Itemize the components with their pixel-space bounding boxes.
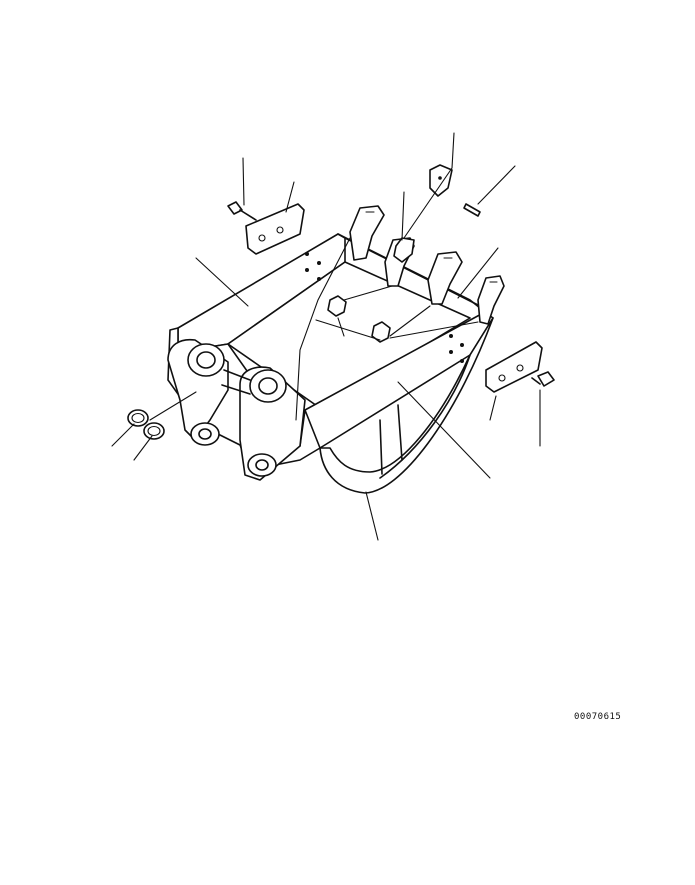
leader-tooth-2 (343, 285, 393, 301)
bucket-wear-strip-2 (397, 404, 403, 461)
leader-shim-2 (133, 435, 153, 461)
leader-bottom (365, 491, 379, 541)
leader-tooth-lock (401, 191, 405, 241)
leader-right-lip (457, 247, 499, 299)
leader-tooth-pin (477, 165, 516, 205)
tooth-4 (477, 275, 505, 325)
right-side-cutter (485, 341, 543, 393)
shim-1 (127, 409, 149, 427)
leader-tooth-3 (389, 305, 431, 337)
right-bolt-head (537, 371, 555, 387)
leader-right-cutter (489, 395, 497, 421)
tooth-3 (427, 251, 463, 305)
tooth-1 (349, 205, 385, 261)
nut-2 (371, 321, 391, 343)
leader-tooth-tip (451, 132, 455, 169)
leader-tooth-link (403, 167, 453, 239)
right-bolt-shank (531, 377, 541, 385)
leader-left-bolt (242, 157, 245, 206)
bucket-bottom-rib (379, 354, 471, 479)
leader-tooth-4 (389, 321, 479, 339)
left-side-cutter (245, 203, 305, 255)
exploded-tooth-pin (463, 203, 481, 217)
mounting-brackets (167, 338, 306, 481)
leader-lines (111, 132, 541, 541)
shim-2 (143, 422, 165, 440)
leader-tooth-1 (295, 237, 351, 421)
exploded-tooth-tip (429, 164, 453, 197)
leader-shim-1 (111, 423, 135, 447)
drawing-number: 00070615 (574, 712, 622, 722)
leader-left-side (195, 257, 249, 307)
fasteners (227, 201, 555, 387)
leader-right-side (397, 381, 491, 479)
leader-left-cutter (285, 181, 295, 213)
bucket-wear-strip (379, 419, 383, 475)
bucket-bottom-shell (319, 317, 494, 494)
left-bolt-shank (239, 209, 257, 221)
leader-nuts (337, 317, 345, 337)
side-cutters (245, 203, 543, 393)
exploded-tooth (393, 164, 481, 263)
left-bolt-head (227, 201, 243, 215)
nut-1 (327, 295, 347, 317)
shims (127, 409, 165, 440)
leader-shim-link (149, 391, 197, 421)
